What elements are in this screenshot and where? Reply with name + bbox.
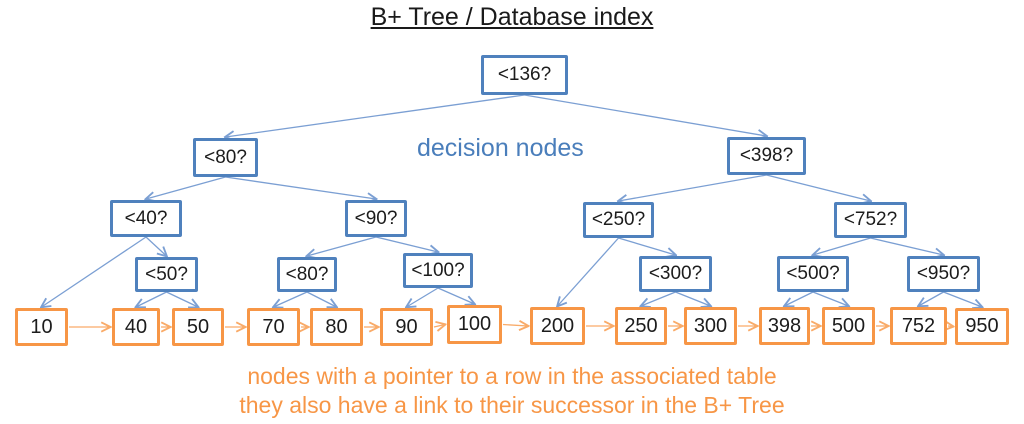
decision-node-950: <950? xyxy=(907,256,980,292)
tree-edge-q50-l40 xyxy=(136,291,167,307)
decision-node-90: <90? xyxy=(345,200,407,237)
leaf-node-100: 100 xyxy=(447,305,502,344)
decision-node-100: <100? xyxy=(403,253,473,288)
tree-edge-q80b-l80 xyxy=(306,291,337,307)
tree-edge-q398-q250 xyxy=(619,174,767,201)
leaf-node-90: 90 xyxy=(380,308,433,346)
tree-edge-q100-l100 xyxy=(437,287,475,304)
leaf-node-398: 398 xyxy=(759,307,810,345)
leaf-node-200: 200 xyxy=(530,307,585,345)
decision-node-398: <398? xyxy=(727,137,806,175)
leaf-node-80: 80 xyxy=(310,308,363,346)
tree-edge-q80-q40 xyxy=(146,176,226,199)
tree-edge-q500-l398 xyxy=(785,291,814,306)
decision-node-50: <50? xyxy=(135,257,198,292)
leaf-node-70: 70 xyxy=(247,308,300,346)
leaf-nodes-annotation: nodes with a pointer to a row in the ass… xyxy=(0,362,1024,420)
tree-edge-q90-q80b xyxy=(307,236,377,256)
tree-edge-q500-l500 xyxy=(812,291,849,306)
tree-edge-q300-l300 xyxy=(675,291,711,306)
leaf-node-50: 50 xyxy=(172,308,224,346)
leaf-node-10: 10 xyxy=(15,308,68,346)
tree-edge-q752-q950 xyxy=(870,237,944,255)
page-title: B+ Tree / Database index xyxy=(0,3,1024,32)
tree-edge-q80b-l70 xyxy=(274,291,308,307)
leaf-note-line-1: nodes with a pointer to a row in the ass… xyxy=(247,363,777,389)
successor-edge-752-950 xyxy=(948,326,953,327)
leaf-node-500: 500 xyxy=(822,307,875,345)
tree-edge-q50-l50 xyxy=(166,291,199,307)
tree-edge-q300-l250 xyxy=(641,291,676,306)
decision-node-136: <136? xyxy=(481,55,568,95)
tree-edge-q40-l10 xyxy=(42,236,147,307)
decision-node-752: <752? xyxy=(834,202,907,238)
tree-edge-q950-l752 xyxy=(919,291,944,306)
decision-nodes-annotation: decision nodes xyxy=(417,134,584,162)
decision-node-80: <80? xyxy=(277,257,337,292)
tree-edge-q80-q90 xyxy=(225,176,377,199)
leaf-node-300: 300 xyxy=(684,307,737,345)
decision-node-300: <300? xyxy=(639,256,712,292)
decision-node-500: <500? xyxy=(777,256,849,292)
leaf-node-250: 250 xyxy=(615,307,667,345)
tree-edge-q136-q80 xyxy=(226,94,525,137)
successor-edge-100-200 xyxy=(502,325,528,327)
decision-node-40: <40? xyxy=(110,200,182,237)
successor-edge-90-100 xyxy=(433,325,445,328)
page-title-text: B+ Tree / Database index xyxy=(370,3,654,31)
tree-edge-q950-l950 xyxy=(943,291,983,307)
leaf-node-950: 950 xyxy=(955,308,1009,345)
tree-edge-q90-q100 xyxy=(375,236,438,252)
tree-edge-q40-q50 xyxy=(145,236,167,256)
leaf-node-40: 40 xyxy=(112,308,160,346)
decision-node-250: <250? xyxy=(583,202,654,238)
decision-node-80: <80? xyxy=(193,138,258,177)
tree-edge-q136-q398 xyxy=(524,94,767,136)
tree-edge-q752-q500 xyxy=(813,237,871,255)
tree-edge-q250-q300 xyxy=(618,237,676,255)
tree-edge-q100-l90 xyxy=(407,287,439,307)
leaf-node-752: 752 xyxy=(890,307,947,345)
tree-edge-q398-q752 xyxy=(766,174,871,201)
leaf-note-line-2: they also have a link to their successor… xyxy=(239,392,785,418)
tree-edge-q250-l200 xyxy=(558,237,619,306)
